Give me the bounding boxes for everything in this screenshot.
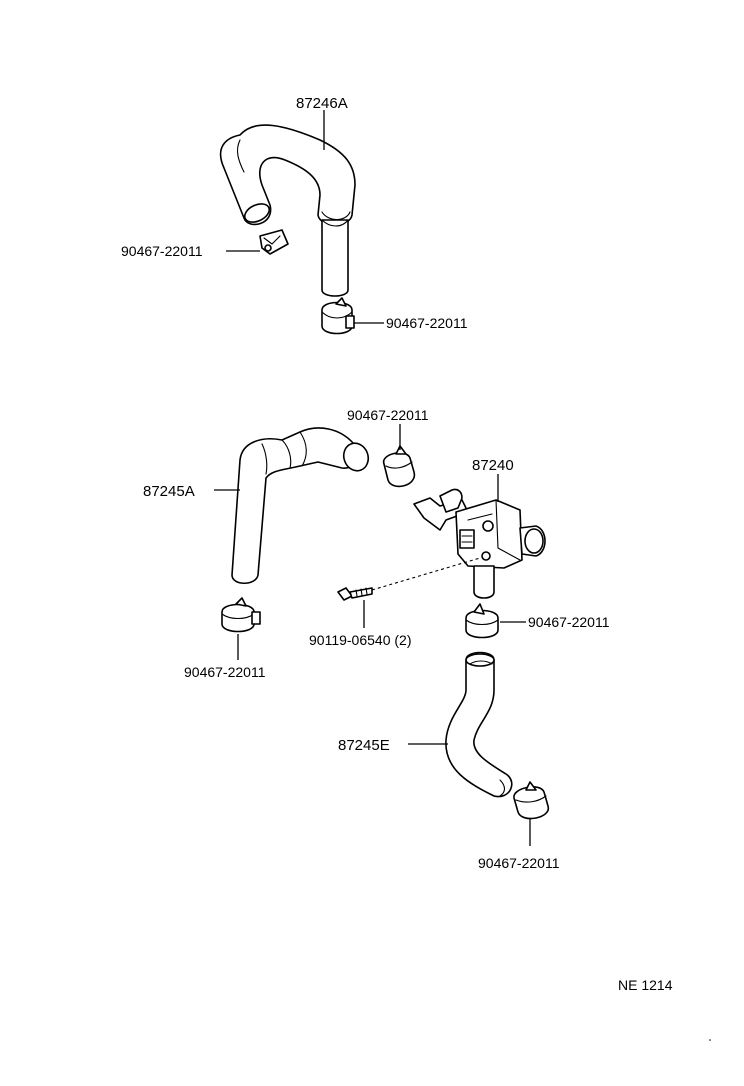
bolt-dashed-guide <box>371 557 481 591</box>
valve-87240 <box>413 488 546 599</box>
label-87240: 87240 <box>472 457 514 474</box>
speck-mark <box>709 1039 711 1041</box>
label-clamp-6: 90467-22011 <box>478 855 560 871</box>
hose-87246a <box>219 124 356 297</box>
label-bolt: 90119-06540 (2) <box>309 632 411 648</box>
hose-clamp-icon <box>383 445 415 488</box>
label-clamp-2: 90467-22011 <box>386 315 468 331</box>
hose-clamp-icon <box>221 597 261 633</box>
bolt-icon <box>337 587 373 601</box>
label-87245e: 87245E <box>338 737 390 754</box>
label-clamp-4: 90467-22011 <box>347 407 429 423</box>
label-clamp-5: 90467-22011 <box>528 614 610 630</box>
label-87246a: 87246A <box>296 95 348 112</box>
hose-87245e <box>445 651 513 798</box>
diagram-code: NE 1214 <box>618 977 673 993</box>
label-clamp-1: 90467-22011 <box>121 243 203 259</box>
hose-clamp-icon <box>259 229 289 255</box>
label-clamp-3: 90467-22011 <box>184 664 266 680</box>
hose-clamp-icon <box>513 781 549 820</box>
hose-87245a <box>231 427 370 585</box>
hose-clamp-icon <box>321 297 355 335</box>
hose-clamp-icon <box>465 603 499 639</box>
label-87245a: 87245A <box>143 483 195 500</box>
